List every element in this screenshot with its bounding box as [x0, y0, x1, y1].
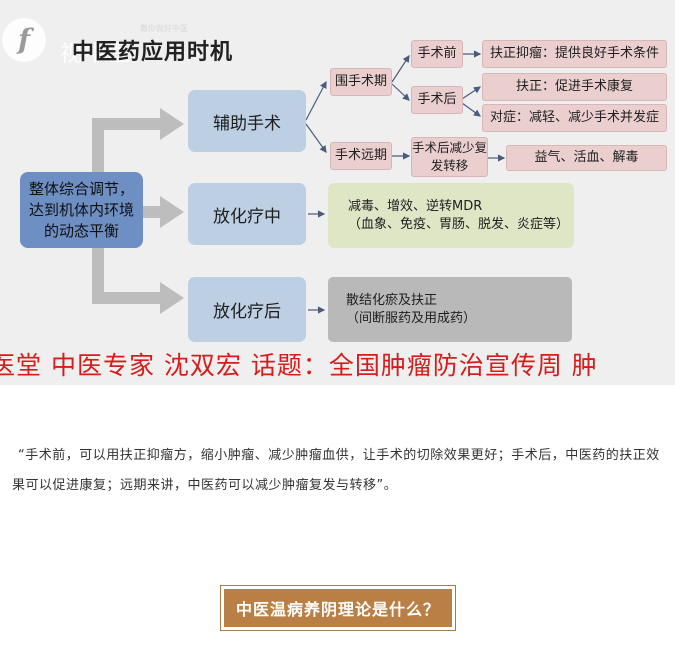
post-op-detail-2-box: 对症：减轻、减少手术并发症: [482, 104, 667, 132]
after-detail-line2: （间断服药及用成药）: [346, 310, 477, 326]
after-detail-line1: 散结化瘀及扶正: [346, 292, 438, 308]
slide-title: 中医药应用时机: [72, 40, 234, 65]
diagram-connectors: [92, 50, 506, 314]
long-term-box: 手术远期: [330, 142, 392, 170]
thin-arrows: [305, 50, 506, 314]
root-box: 整体综合调节，达到机体内环境的动态平衡: [20, 172, 143, 248]
peri-op-box: 围手术期: [330, 68, 392, 96]
related-article-label: 中医温病养阴理论是什么？: [224, 589, 452, 627]
site-logo: f: [2, 18, 46, 62]
ticker-text: 医堂 中医专家 沈双宏 话题：全国肿瘤防治宣传周 肿: [0, 351, 598, 380]
article-quote: “手术前，可以用扶正抑瘤方，缩小肿瘤、减少肿瘤血供，让手术的切除效果更好；手术后…: [12, 448, 660, 493]
stage-chemo-box: 放化疗中: [188, 183, 306, 245]
related-article-button[interactable]: 中医温病养阴理论是什么？: [220, 585, 456, 631]
after-chemo-detail-box: 散结化瘀及扶正 （间断服药及用成药）: [328, 277, 572, 342]
post-op-detail-1-box: 扶正：促进手术康复: [482, 73, 667, 101]
watermark-name-text: 视中医: [60, 42, 133, 67]
post-op-box: 手术后: [411, 86, 463, 114]
long-term-detail-box: 益气、活血、解毒: [506, 145, 667, 171]
big-gray-arrows: [92, 108, 184, 314]
watermark-small-text: 教你做好中医: [140, 24, 188, 33]
logo-letter-icon: f: [17, 23, 31, 56]
pre-op-box: 手术前: [411, 40, 463, 68]
video-caption-ticker: 医堂 中医专家 沈双宏 话题：全国肿瘤防治宣传周 肿: [0, 342, 675, 382]
stage-surgery-box: 辅助手术: [188, 90, 306, 152]
long-term-goal-box: 手术后减少复发转移: [411, 137, 488, 177]
diagram-image: f 教你做好中医 视中医 中医药应用时机 整体综合调节，达到机体内环境的动态平衡…: [0, 0, 675, 385]
chemo-detail-box: 减毒、增效、逆转MDR （血象、免疫、胃肠、脱发、炎症等）: [328, 183, 574, 248]
chemo-detail-line1: 减毒、增效、逆转MDR: [348, 198, 483, 214]
chemo-detail-line2: （血象、免疫、胃肠、脱发、炎症等）: [348, 216, 570, 232]
pre-op-detail-box: 扶正抑瘤：提供良好手术条件: [482, 40, 667, 68]
stage-after-chemo-box: 放化疗后: [188, 277, 306, 342]
